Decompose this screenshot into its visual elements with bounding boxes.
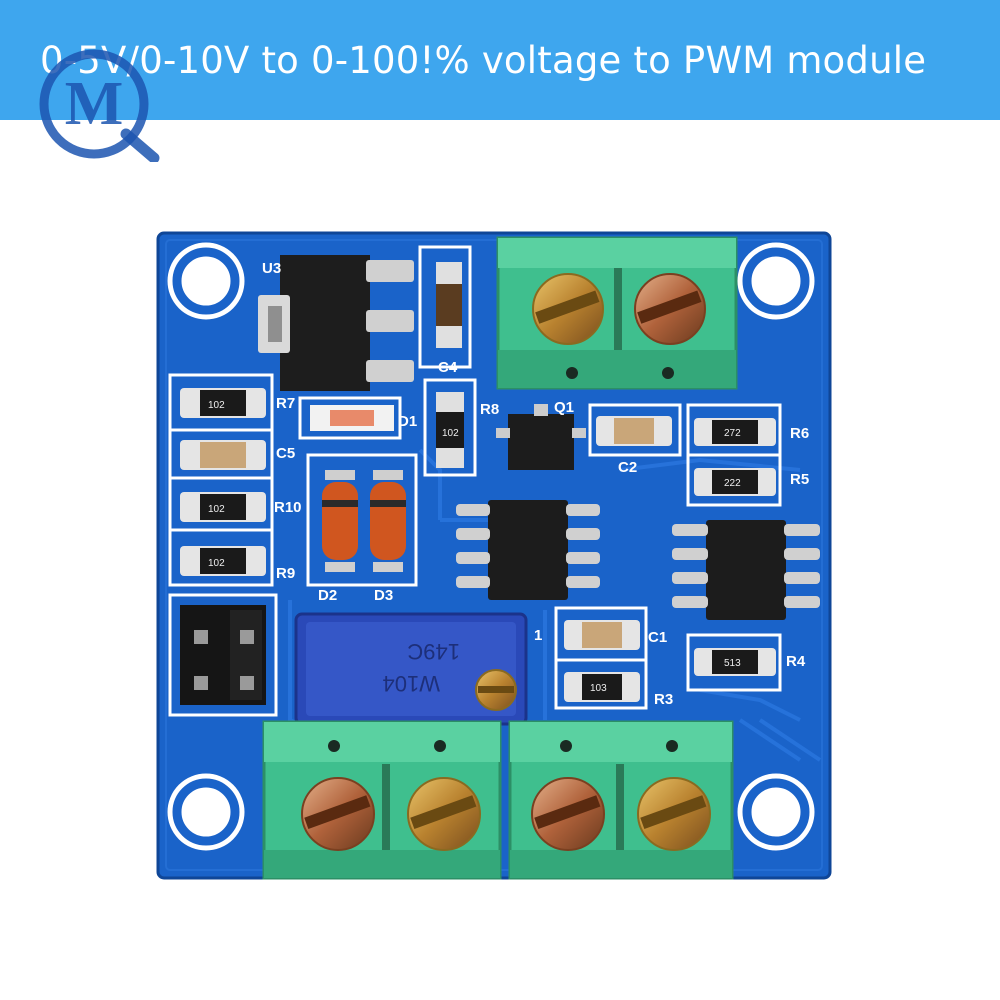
- label-c5: C5: [276, 445, 295, 462]
- banner-title: 0-5V/0-10V to 0-100!% voltage to PWM mod…: [40, 39, 927, 82]
- terminal-block-top: [496, 236, 738, 390]
- label-r6: R6: [790, 425, 809, 442]
- label-d1: D1: [398, 413, 417, 430]
- ic-chip-left: [488, 500, 568, 600]
- left-resistors: [180, 388, 266, 576]
- label-r10: R10: [274, 499, 302, 516]
- terminal-block-bottom-left: [262, 720, 502, 880]
- label-r8: R8: [480, 401, 499, 418]
- ic-chip-right: [706, 520, 786, 620]
- label-d2: D2: [318, 587, 337, 604]
- r9-mark: 102: [208, 558, 225, 569]
- u3-regulator: [280, 255, 370, 391]
- label-c2: C2: [618, 459, 637, 476]
- q1-transistor: [508, 414, 574, 470]
- label-c4: C4: [438, 359, 458, 376]
- label-r4: R4: [786, 653, 806, 670]
- logo-letter: M: [65, 70, 124, 138]
- label-r3: R3: [654, 691, 673, 708]
- pot-marking-2: W104: [383, 671, 440, 696]
- label-u3: U3: [262, 260, 281, 277]
- terminal-block-bottom-right: [508, 720, 734, 880]
- label-r9: R9: [276, 565, 295, 582]
- r10-mark: 102: [208, 504, 225, 515]
- title-banner: 0-5V/0-10V to 0-100!% voltage to PWM mod…: [0, 0, 1000, 120]
- mounting-hole: [167, 242, 815, 851]
- label-q1: Q1: [554, 399, 574, 416]
- svg-text:★: ★: [106, 134, 114, 144]
- pot-marking-1: 149C: [407, 639, 460, 664]
- label-r7: R7: [276, 395, 295, 412]
- label-c1: C1: [648, 629, 667, 646]
- label-one: 1: [534, 627, 542, 644]
- r8-mark: 102: [442, 428, 459, 439]
- svg-text:★: ★: [82, 134, 90, 144]
- r3-mark: 103: [590, 683, 607, 694]
- r6-mark: 272: [724, 428, 741, 439]
- svg-text:★: ★: [94, 138, 102, 148]
- label-d3: D3: [374, 587, 393, 604]
- r4-mark: 513: [724, 658, 741, 669]
- r5-mark: 222: [724, 478, 741, 489]
- brand-logo-icon: M ★ ★ ★: [39, 49, 160, 162]
- r7-mark: 102: [208, 400, 225, 411]
- label-r5: R5: [790, 471, 809, 488]
